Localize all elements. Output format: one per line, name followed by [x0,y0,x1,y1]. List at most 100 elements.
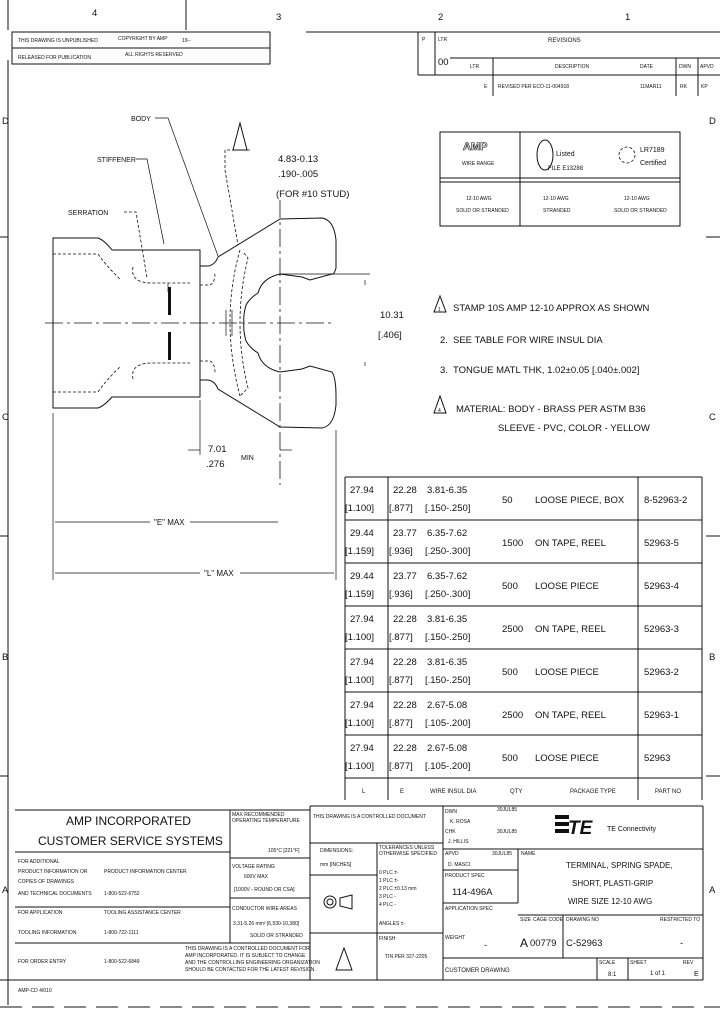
drawing-number: C-52963 [566,938,602,949]
zone-row-a: A [2,885,9,896]
table-header-5: PART NO [655,789,681,795]
cage-code-label: CAGE CODE [533,917,564,923]
cell-l-in: [1.159] [345,546,374,557]
checked-label: CHK [445,829,456,835]
note-1-number: 1 [438,307,441,313]
zone-row-d: D [2,116,9,127]
weight-value: - [484,940,487,951]
info-center: PRODUCT INFORMATION CENTER [104,869,187,875]
flag-triangle-icon [335,946,353,971]
width-dim-inch: [.406] [378,330,402,341]
width-dim-metric: 10.31 [380,310,404,321]
terminal-drawing: BODY STIFFENER SERRATION 4.83-0.13 .190-… [45,116,404,580]
cell-dia-mm: 3.81-6.35 [427,614,467,625]
ul-listed-icon [536,139,554,171]
ul-conductor: STRANDED [543,208,571,214]
rev-label: REV [683,960,694,966]
table-header-4: PACKAGE TYPE [570,789,616,795]
cell-qty: 50 [502,495,513,506]
cell-l-in: [1.100] [345,632,374,643]
cell-e-mm: 23.77 [393,528,417,539]
zone-col-4: 4 [92,8,97,19]
notes: 1 STAMP 10S AMP 12-10 APPROX AS SHOWN 2.… [433,294,650,434]
rev-header-apvd: APVD [700,64,714,70]
restricted-to: - [680,938,683,949]
copyright-notice: COPYRIGHT BY AMP [118,36,168,42]
rev-row-ltr: E [484,84,488,90]
csa-range: 12-10 AWG [624,196,650,202]
disclaimer-line-3: AND THE CONTROLLING ENGINEERING ORGANIZA… [185,960,320,966]
l-max-dim: "L" MAX [204,569,234,578]
note-4-number: 4 [438,408,441,414]
drawing-size: A [520,936,528,950]
cell-part-no: 52963-1 [644,710,679,721]
note-2-number: 2. [440,335,448,346]
rev-header-dwn: DWN [679,64,691,70]
rev-header-date: DATE [640,64,654,70]
voltage-label: VOLTAGE RATING [232,864,275,870]
copyright-box: THIS DRAWING IS UNPUBLISHED COPYRIGHT BY… [11,31,271,65]
note-3: TONGUE MATL THK, 1.02±0.05 [.040±.002] [453,365,639,376]
cell-dia-mm: 2.67-5.08 [427,700,467,711]
note-4: MATERIAL: BODY - BRASS PER ASTM B36 [456,404,646,415]
stud-dim-metric: 4.83-0.13 [278,154,318,165]
cell-package-type: LOOSE PIECE [535,753,599,764]
department-name: CUSTOMER SERVICE SYSTEMS [38,834,223,848]
svg-text:TE: TE [568,818,594,839]
ul-listed-label: Listed [556,151,575,158]
zone-row-b-right: B [709,652,715,663]
scale-value: 8:1 [608,972,617,978]
cell-part-no: 52963-2 [644,667,679,678]
cell-part-no: 52963-5 [644,538,679,549]
dimensions-units: mm [INCHES] [320,862,352,868]
tolerances-label: TOLERANCES UNLESS OTHERWISE SPECIFIED [379,845,437,857]
cell-package-type: LOOSE PIECE, BOX [535,495,625,506]
cell-e-mm: 23.77 [393,571,417,582]
cell-package-type: ON TAPE, REEL [535,538,606,549]
cell-l-mm: 27.94 [350,485,374,496]
rev-dist: 00 [438,57,449,68]
csa-certified-icon [618,146,636,164]
rev-row-description: REVISED PER ECO-11-004918 [498,84,569,90]
zone-col-1: 1 [625,12,630,23]
disclaimer-line-2: AMP INCORPORATED. IT IS SUBJECT TO CHANG… [185,953,306,959]
part-title-line-2: SHORT, PLASTI-GRIP [572,879,653,888]
cell-e-mm: 22.28 [393,743,417,754]
cell-qty: 500 [502,667,518,678]
cell-dia-mm: 6.35-7.62 [427,571,467,582]
amp-range: 12-10 AWG [466,196,492,202]
application-spec-label: APPLICATION SPEC [445,906,493,912]
csa-certified-label: Certified [640,160,666,167]
order-entry-phone: 1-800-522-6849 [104,959,140,965]
tolerances-label-box: TOLERANCES UNLESS OTHERWISE SPECIFIED [379,845,437,857]
cell-package-type: ON TAPE, REEL [535,624,606,635]
rev-zone-label: P [422,37,426,43]
sheet-value: 1 of 1 [650,971,666,977]
rev-header-ltr: LTR [470,64,479,70]
zone-row-c-right: C [709,412,716,423]
temperature-label: MAX RECOMMENDED OPERATING TEMPERATURE [232,812,300,824]
approved-label: APVD [445,851,459,857]
min-dim-suffix: MIN [241,455,254,462]
disclaimer-line-1: THIS DRAWING IS A CONTROLLED DOCUMENT FO… [185,946,310,952]
rev-ltr-label: LTR [438,37,447,43]
stud-dim-inch: .190-.005 [278,169,318,180]
form-number: AMP-CD 4/010 [18,988,52,994]
label-stiffener: STIFFENER [97,157,136,164]
cell-e-in: [.877] [389,503,413,514]
table-header-1: E [400,789,404,795]
product-spec-label: PRODUCT SPEC [445,873,485,879]
info-phone: 1-800-522-6752 [104,891,140,897]
cell-package-type: ON TAPE, REEL [535,710,606,721]
zone-row-b: B [2,652,8,663]
zone-row-c: C [2,412,9,423]
note-flag-1-icon [433,294,447,313]
controlled-document: THIS DRAWING IS A CONTROLLED DOCUMENT [313,814,426,820]
stud-dim-note: (FOR #10 STUD) [276,189,349,200]
wire-area-value: 3.31-5.26 mm² [6,530-10,380] [233,921,300,927]
zone-col-2: 2 [438,12,443,23]
cell-dia-mm: 3.81-6.35 [427,485,467,496]
checked-date: 30JUL85 [497,829,517,835]
cell-e-in: [.877] [389,675,413,686]
